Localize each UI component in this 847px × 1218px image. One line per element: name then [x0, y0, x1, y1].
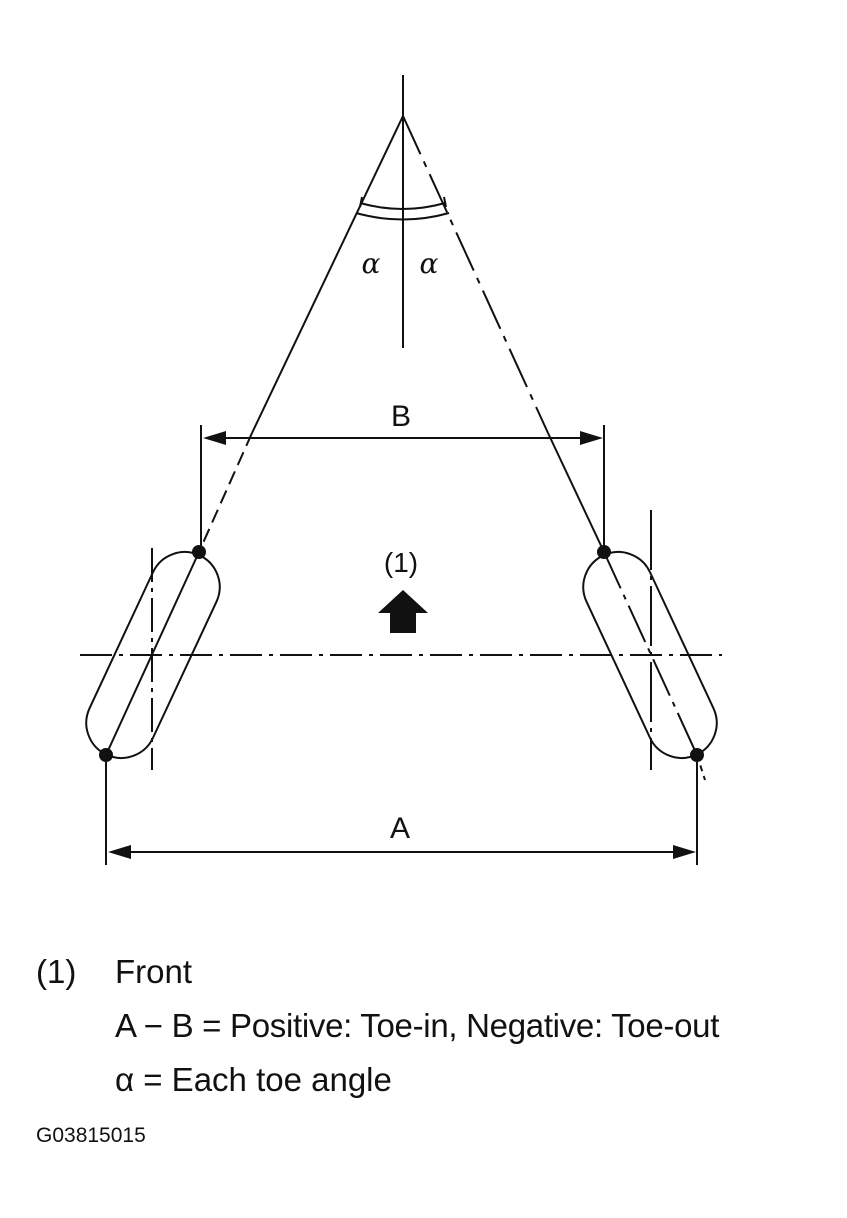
right-wheel-axis	[603, 551, 698, 756]
left-toe-line-dashed	[198, 432, 253, 553]
angle-arc-inner	[355, 212, 450, 221]
right-front-point	[597, 545, 611, 559]
left-rear-point	[99, 748, 113, 762]
legend-item-number: (1)	[36, 953, 77, 990]
legend-formula: A − B = Positive: Toe-in, Negative: Toe-…	[115, 1007, 720, 1044]
up-arrow-icon	[378, 590, 428, 633]
right-toe-line-lower	[547, 432, 605, 553]
angle-label-left: α	[362, 247, 381, 280]
front-marker-label: (1)	[384, 547, 418, 578]
legend-alpha-definition: α = Each toe angle	[115, 1061, 392, 1098]
left-front-point	[192, 545, 206, 559]
figure-code: G03815015	[36, 1124, 146, 1147]
angle-arc-outer	[359, 202, 446, 210]
dimension-a-label: A	[390, 812, 410, 845]
left-toe-line-upper	[251, 115, 404, 434]
dimension-b-label: B	[391, 400, 411, 433]
angle-label-right: α	[420, 247, 439, 280]
right-rear-point	[690, 748, 704, 762]
legend-item-text: Front	[115, 953, 193, 990]
right-toe-line-dashed	[402, 115, 549, 434]
